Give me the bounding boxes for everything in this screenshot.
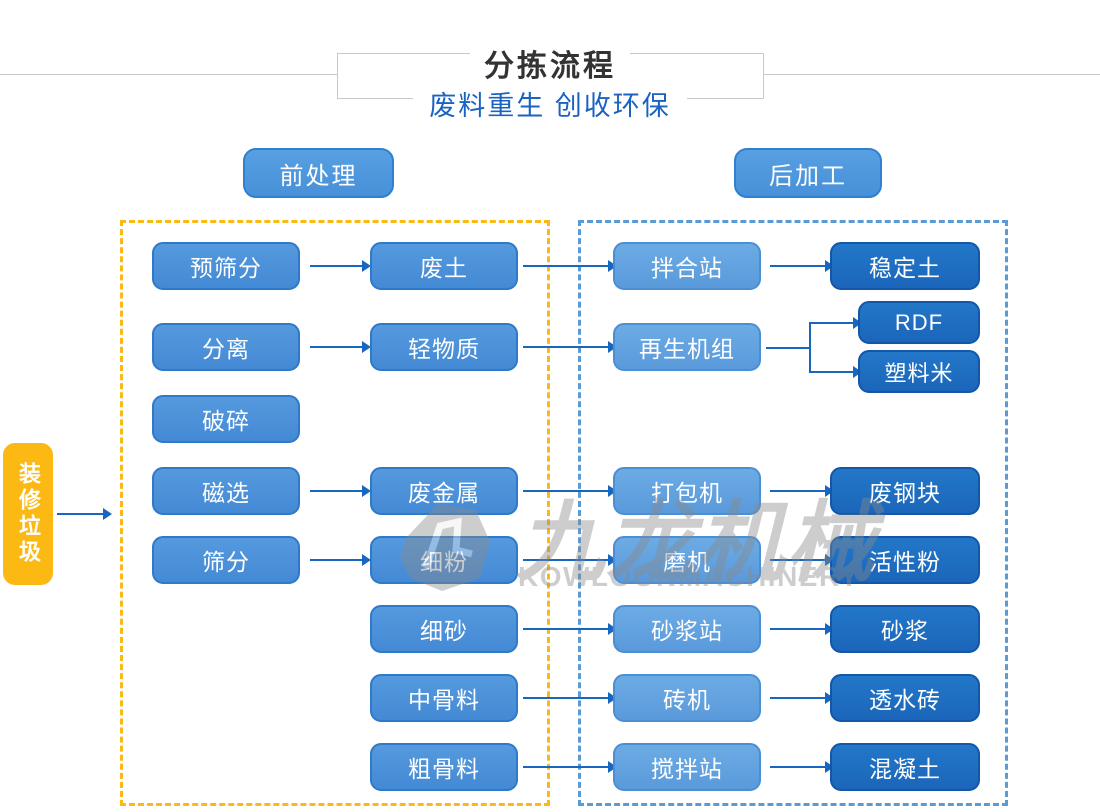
- node-fine-sand: 细砂: [370, 605, 518, 653]
- arrow-mediumaggregate-brickmachine: [523, 692, 617, 704]
- node-pre-screening: 预筛分: [152, 242, 300, 290]
- arrow-finepowder-mill: [523, 554, 617, 566]
- arrow-magnetic-scrapmetal: [310, 485, 371, 497]
- page-subtitle: 废料重生 创收环保: [0, 84, 1100, 123]
- fork-stem-line: [766, 347, 810, 349]
- arrow-scrapmetal-baler: [523, 485, 617, 497]
- node-baler: 打包机: [613, 467, 761, 515]
- node-rdf: RDF: [858, 301, 980, 344]
- fork-vertical-line: [809, 322, 811, 372]
- node-light-material: 轻物质: [370, 323, 518, 371]
- node-mortar: 砂浆: [830, 605, 980, 653]
- node-separation: 分离: [152, 323, 300, 371]
- arrow-screening-finepowder: [310, 554, 371, 566]
- page-subtitle-text: 废料重生 创收环保: [413, 84, 687, 123]
- page-title-text: 分拣流程: [470, 41, 630, 85]
- node-screening: 筛分: [152, 536, 300, 584]
- node-medium-aggregate: 中骨料: [370, 674, 518, 722]
- arrow-baler-scrapsteel: [770, 485, 834, 497]
- node-permeable-brick: 透水砖: [830, 674, 980, 722]
- pre-processing-region: [120, 220, 550, 806]
- arrow-coarseaggregate-batchingstation: [523, 761, 617, 773]
- arrow-finesand-mortarstation: [523, 623, 617, 635]
- arrow-source-to-pre: [57, 508, 112, 520]
- node-concrete: 混凝土: [830, 743, 980, 791]
- node-plastic-pellets: 塑料米: [858, 350, 980, 393]
- arrow-recyclingunit-plasticpellets: [809, 366, 862, 378]
- node-mixing-station: 拌合站: [613, 242, 761, 290]
- node-recycling-unit: 再生机组: [613, 323, 761, 371]
- node-mortar-station: 砂浆站: [613, 605, 761, 653]
- source-renovation-waste: 装修垃圾: [3, 443, 53, 585]
- arrow-recyclingunit-rdf: [809, 317, 862, 329]
- post-processing-label: 后加工: [734, 148, 882, 198]
- node-fine-powder: 细粉: [370, 536, 518, 584]
- node-waste-soil: 废土: [370, 242, 518, 290]
- node-batching-station: 搅拌站: [613, 743, 761, 791]
- node-crushing: 破碎: [152, 395, 300, 443]
- node-mill: 磨机: [613, 536, 761, 584]
- arrow-mill-activepowder: [770, 554, 834, 566]
- node-scrap-metal: 废金属: [370, 467, 518, 515]
- arrow-mortarstation-mortar: [770, 623, 834, 635]
- node-magnetic-separation: 磁选: [152, 467, 300, 515]
- post-processing-region: [578, 220, 1008, 806]
- arrow-separation-lightmaterial: [310, 341, 371, 353]
- node-stabilized-soil: 稳定土: [830, 242, 980, 290]
- arrow-batchingstation-concrete: [770, 761, 834, 773]
- node-active-powder: 活性粉: [830, 536, 980, 584]
- node-brick-machine: 砖机: [613, 674, 761, 722]
- arrow-lightmaterial-recyclingunit: [523, 341, 617, 353]
- node-scrap-steel-block: 废钢块: [830, 467, 980, 515]
- pre-processing-label: 前处理: [243, 148, 394, 198]
- arrow-brickmachine-permeablebrick: [770, 692, 834, 704]
- arrow-prescreening-wastesoil: [310, 260, 371, 272]
- page-title: 分拣流程: [0, 41, 1100, 85]
- arrow-wastesoil-mixingstation: [523, 260, 617, 272]
- arrow-mixingstation-stabilizedsoil: [770, 260, 834, 272]
- node-coarse-aggregate: 粗骨料: [370, 743, 518, 791]
